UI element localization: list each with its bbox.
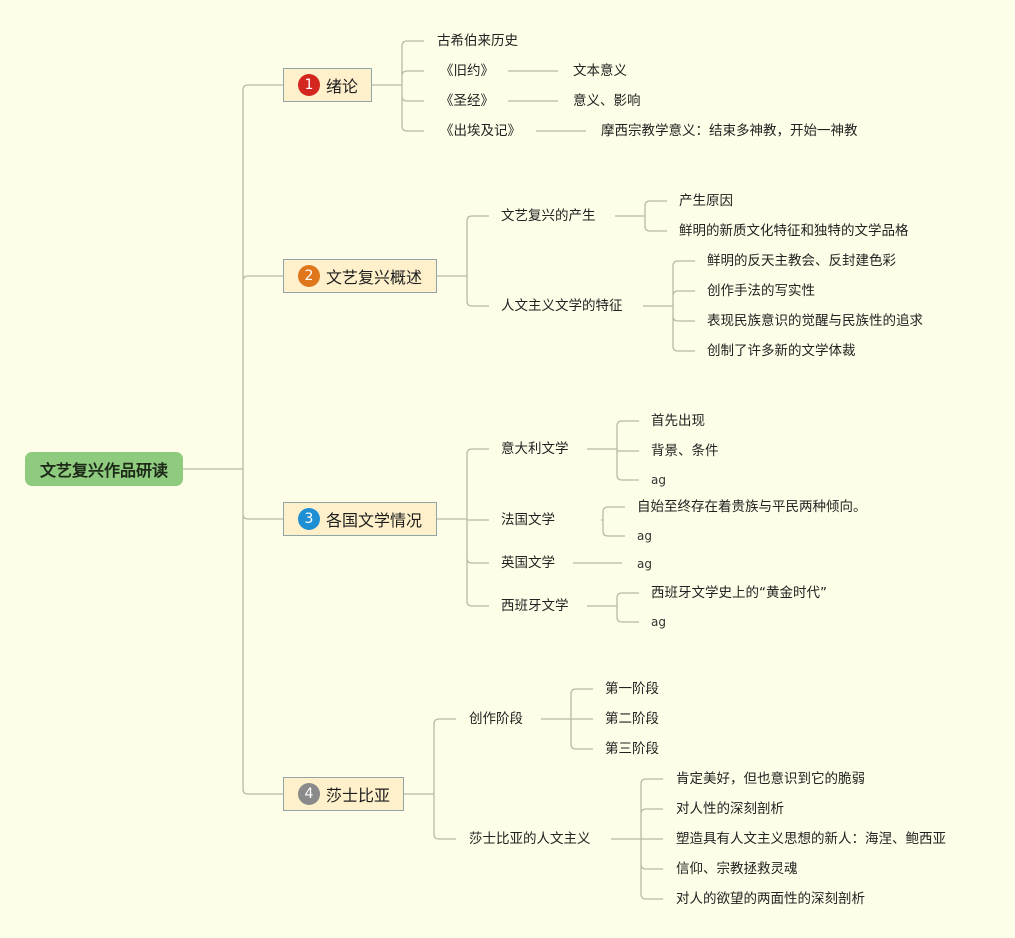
connector-line	[587, 592, 639, 623]
connector-line	[541, 688, 593, 750]
leaf-stage-two[interactable]: 第二阶段	[605, 711, 659, 727]
leaf-national-awakening[interactable]: 表现民族意识的觉醒与民族性的追求	[707, 313, 923, 329]
note-moses-monotheism[interactable]: 摩西宗教学意义：结束多神教，开始一神教	[601, 123, 858, 139]
connector-line	[643, 260, 695, 352]
branch-1-label: 绪论	[326, 77, 359, 96]
root-topic[interactable]: 文艺复兴作品研读	[25, 452, 183, 486]
branch-2-label: 文艺复兴概述	[326, 268, 423, 287]
branch-4-topic[interactable]: 4 莎士比亚	[283, 777, 404, 811]
connector-line	[372, 40, 424, 132]
subtopic-bible[interactable]: 《圣经》	[440, 93, 494, 109]
leaf-ag[interactable]: ag	[637, 557, 652, 571]
branch-4-label: 莎士比亚	[326, 786, 391, 805]
number-badge-icon: 2	[298, 265, 320, 287]
leaf-desire-duality[interactable]: 对人的欲望的两面性的深刻剖析	[676, 891, 865, 907]
leaf-realism[interactable]: 创作手法的写实性	[707, 283, 815, 299]
number-badge-icon: 4	[298, 783, 320, 805]
leaf-anti-church[interactable]: 鲜明的反天主教会、反封建色彩	[707, 253, 896, 269]
subtopic-ancient-hebrew-history[interactable]: 古希伯来历史	[437, 33, 518, 49]
subtopic-french-literature[interactable]: 法国文学	[501, 512, 555, 528]
leaf-new-cultural-traits[interactable]: 鲜明的新质文化特征和独特的文学品格	[679, 223, 909, 239]
number-badge-icon: 3	[298, 508, 320, 530]
connector-line	[601, 506, 625, 537]
leaf-first-appearance[interactable]: 首先出现	[651, 413, 705, 429]
note-text-meaning[interactable]: 文本意义	[573, 63, 627, 79]
subtopic-renaissance-origin[interactable]: 文艺复兴的产生	[501, 208, 596, 224]
leaf-beauty-fragility[interactable]: 肯定美好，但也意识到它的脆弱	[676, 771, 865, 787]
connector-line	[437, 448, 489, 607]
subtopic-old-testament[interactable]: 《旧约》	[440, 63, 494, 79]
connector-line	[611, 778, 663, 900]
leaf-stage-one[interactable]: 第一阶段	[605, 681, 659, 697]
leaf-golden-age[interactable]: 西班牙文学史上的“黄金时代”	[651, 585, 827, 601]
leaf-origin-causes[interactable]: 产生原因	[679, 193, 733, 209]
number-badge-icon: 1	[298, 74, 320, 96]
subtopic-humanist-literature-traits[interactable]: 人文主义文学的特征	[501, 298, 623, 314]
subtopic-italian-literature[interactable]: 意大利文学	[501, 441, 569, 457]
leaf-new-genres[interactable]: 创制了许多新的文学体裁	[707, 343, 856, 359]
subtopic-shakespeare-humanism[interactable]: 莎士比亚的人文主义	[469, 831, 591, 847]
connector-line	[183, 84, 283, 795]
connector-line	[615, 200, 667, 232]
leaf-ag[interactable]: ag	[651, 615, 666, 629]
subtopic-english-literature[interactable]: 英国文学	[501, 555, 555, 571]
subtopic-spanish-literature[interactable]: 西班牙文学	[501, 598, 569, 614]
branch-3-label: 各国文学情况	[326, 511, 423, 530]
leaf-human-nature[interactable]: 对人性的深刻剖析	[676, 801, 784, 817]
note-meaning-influence[interactable]: 意义、影响	[573, 93, 641, 109]
branch-3-topic[interactable]: 3 各国文学情况	[283, 502, 437, 536]
leaf-new-humanist-characters[interactable]: 塑造具有人文主义思想的新人：海涅、鲍西亚	[676, 831, 946, 847]
leaf-background-conditions[interactable]: 背景、条件	[651, 443, 719, 459]
branch-2-topic[interactable]: 2 文艺复兴概述	[283, 259, 437, 293]
connector-line	[404, 718, 456, 840]
leaf-ag[interactable]: ag	[637, 529, 652, 543]
connector-line	[587, 420, 639, 481]
leaf-stage-three[interactable]: 第三阶段	[605, 741, 659, 757]
leaf-faith-salvation[interactable]: 信仰、宗教拯救灵魂	[676, 861, 798, 877]
branch-1-topic[interactable]: 1 绪论	[283, 68, 372, 102]
connector-line	[437, 215, 489, 307]
leaf-noble-commoner-tendencies[interactable]: 自始至终存在着贵族与平民两种倾向。	[637, 499, 867, 515]
subtopic-creative-stages[interactable]: 创作阶段	[469, 711, 523, 727]
subtopic-exodus[interactable]: 《出埃及记》	[440, 123, 521, 139]
leaf-ag[interactable]: ag	[651, 473, 666, 487]
